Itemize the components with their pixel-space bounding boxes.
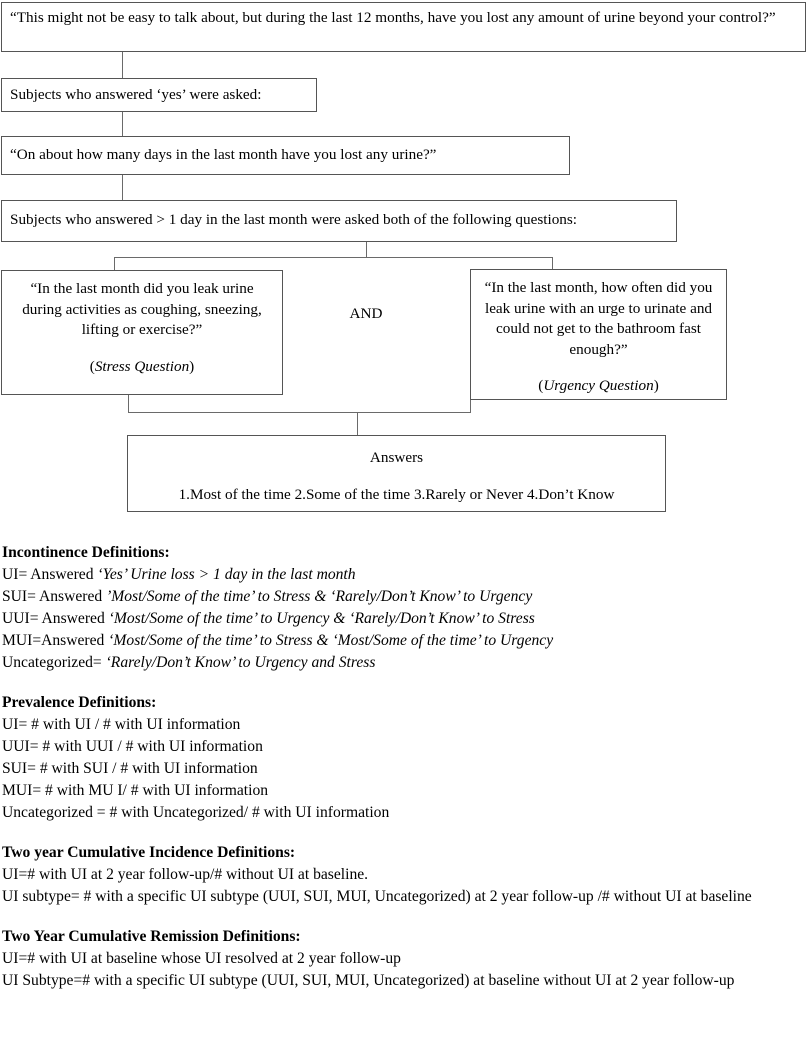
- definition-line-italic: ‘Rarely/Don’t Know’ to Urgency and Stres…: [105, 654, 376, 671]
- flow-box-stress-question-text: “In the last month did you leak urine du…: [22, 280, 262, 339]
- connector-split-to-urgency: [552, 257, 553, 269]
- definition-line: MUI=Answered ‘Most/Some of the time’ to …: [2, 630, 806, 652]
- definition-line-plain: UUI= Answered: [2, 610, 109, 627]
- definition-line: UI= # with UI / # with UI information: [2, 716, 241, 733]
- definition-line: SUI= # with SUI / # with UI information: [2, 760, 258, 777]
- urgency-label-close-paren: ): [653, 377, 659, 395]
- definition-line: UUI= Answered ‘Most/Some of the time’ to…: [2, 608, 806, 630]
- definition-line: SUI= Answered ’Most/Some of the time’ to…: [2, 586, 806, 608]
- flow-box-screening-question: “This might not be easy to talk about, b…: [1, 2, 806, 52]
- connector-split-horizontal: [114, 257, 553, 258]
- flow-box-answers: Answers 1.Most of the time 2.Some of the…: [127, 435, 666, 512]
- flow-box-both-questions-branch-text: Subjects who answered > 1 day in the las…: [10, 211, 578, 228]
- prevalence-definitions-block: Prevalence Definitions: UI= # with UI / …: [0, 692, 808, 824]
- stress-label-italic: Stress Question: [94, 357, 190, 375]
- connector-split-to-stress: [114, 257, 115, 270]
- connector-stress-down: [128, 395, 129, 412]
- definition-line-plain: UI= Answered: [2, 566, 98, 583]
- prevalence-definitions-heading: Prevalence Definitions:: [2, 694, 157, 711]
- incontinence-definitions-block: Incontinence Definitions: UI= Answered ‘…: [0, 542, 808, 674]
- definition-line-plain: Uncategorized=: [2, 654, 106, 671]
- definition-line-plain: SUI= Answered: [2, 588, 107, 605]
- flow-box-yes-branch-text: Subjects who answered ‘yes’ were asked:: [10, 86, 262, 103]
- stress-label-close-paren: ): [189, 357, 195, 375]
- connector-merge-horizontal: [128, 412, 471, 413]
- connector-urgency-down: [470, 400, 471, 412]
- definition-line: UI= Answered ‘Yes’ Urine loss > 1 day in…: [2, 564, 806, 586]
- incontinence-definitions-heading: Incontinence Definitions:: [2, 544, 170, 561]
- urgency-label-open-paren: (: [538, 377, 544, 395]
- flow-box-screening-question-text: “This might not be easy to talk about, b…: [10, 9, 776, 26]
- flow-box-answers-options: 1.Most of the time 2.Some of the time 3.…: [178, 485, 615, 503]
- definition-line: MUI= # with MU I/ # with UI information: [2, 782, 269, 799]
- flow-box-stress-question: “In the last month did you leak urine du…: [1, 270, 283, 395]
- flow-box-stress-question-label: (Stress Question): [12, 357, 272, 378]
- definition-line: UI=# with UI at 2 year follow-up/# witho…: [2, 866, 369, 883]
- flow-box-urgency-question-text: “In the last month, how often did you le…: [484, 279, 713, 358]
- incidence-definitions-heading: Two year Cumulative Incidence Definition…: [2, 844, 296, 861]
- flow-box-urgency-question: “In the last month, how often did you le…: [470, 269, 727, 400]
- flow-box-both-questions-branch: Subjects who answered > 1 day in the las…: [1, 200, 677, 242]
- definition-line: Uncategorized = # with Uncategorized/ # …: [2, 804, 390, 821]
- urgency-label-italic: Urgency Question: [543, 377, 654, 395]
- definition-line: Uncategorized= ‘Rarely/Don’t Know’ to Ur…: [2, 652, 806, 674]
- connector-q4-stem: [366, 242, 367, 257]
- connector-q1-to-q2: [122, 52, 123, 78]
- incontinence-questionnaire-flowchart: “This might not be easy to talk about, b…: [0, 0, 808, 520]
- connector-q3-to-q4: [122, 175, 123, 200]
- remission-definitions-block: Two Year Cumulative Remission Definition…: [0, 926, 808, 992]
- definition-line-italic: ’Most/Some of the time’ to Stress & ‘Rar…: [106, 588, 533, 605]
- connector-merge-to-answers: [357, 412, 358, 435]
- flow-box-yes-branch: Subjects who answered ‘yes’ were asked:: [1, 78, 317, 112]
- flow-box-frequency-question-text: “On about how many days in the last mont…: [10, 146, 437, 163]
- definition-line: UI Subtype=# with a specific UI subtype …: [2, 972, 735, 989]
- definition-line-italic: ‘Yes’ Urine loss > 1 day in the last mon…: [97, 566, 356, 583]
- definitions-section: Incontinence Definitions: UI= Answered ‘…: [0, 542, 808, 992]
- definition-line-plain: MUI=Answered: [2, 632, 109, 649]
- definition-line: UI subtype= # with a specific UI subtype…: [2, 888, 752, 905]
- stress-label-open-paren: (: [89, 357, 95, 375]
- flow-and-operator-label: AND: [349, 305, 383, 322]
- definition-line-italic: ‘Most/Some of the time’ to Urgency & ‘Ra…: [108, 610, 535, 627]
- definition-line-italic: ‘Most/Some of the time’ to Stress & ‘Mos…: [108, 632, 554, 649]
- flow-box-answers-title: Answers: [369, 449, 424, 466]
- remission-definitions-heading: Two Year Cumulative Remission Definition…: [2, 928, 301, 945]
- flow-box-frequency-question: “On about how many days in the last mont…: [1, 136, 570, 175]
- connector-q2-to-q3: [122, 112, 123, 136]
- flow-box-urgency-question-label: (Urgency Question): [481, 376, 716, 397]
- definition-line: UI=# with UI at baseline whose UI resolv…: [2, 950, 401, 967]
- definition-line: UUI= # with UUI / # with UI information: [2, 738, 263, 755]
- incidence-definitions-block: Two year Cumulative Incidence Definition…: [0, 842, 808, 908]
